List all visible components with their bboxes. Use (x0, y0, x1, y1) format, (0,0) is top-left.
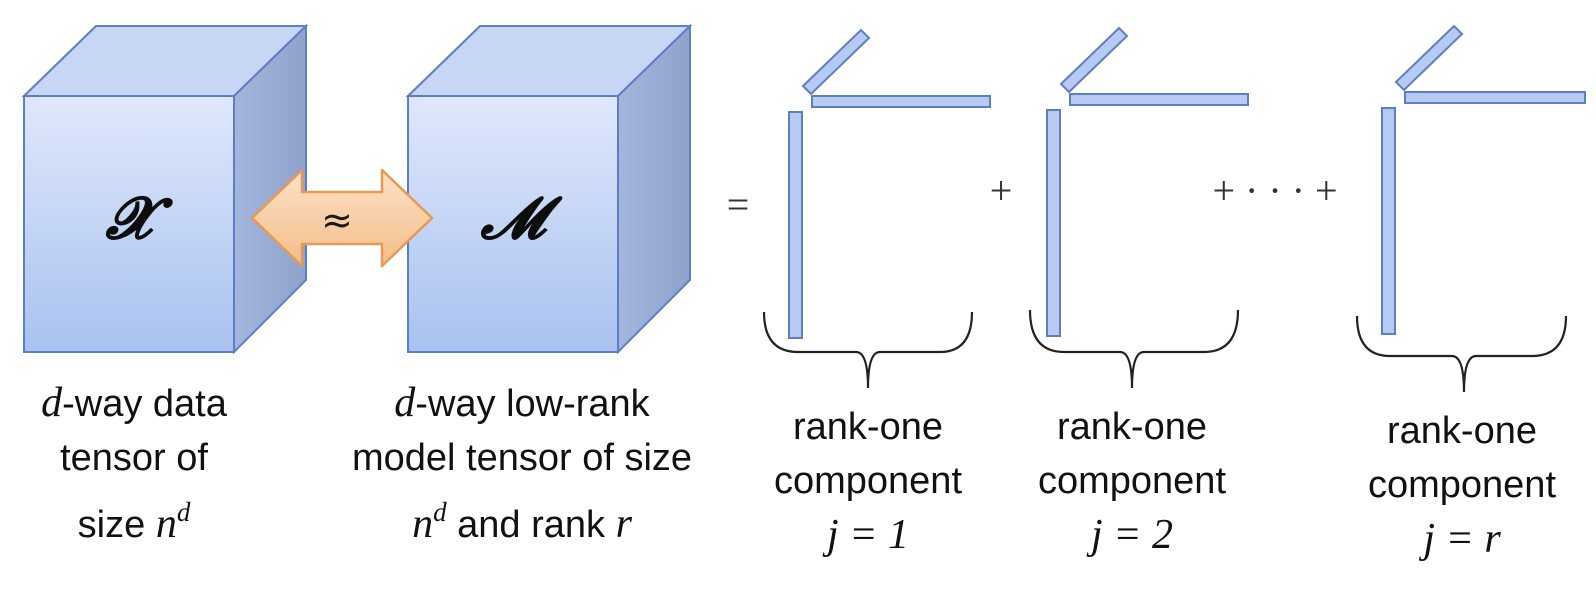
rank-one-component-1 (762, 28, 991, 389)
data-tensor-caption-line-3-part-2: n (155, 501, 177, 547)
component-2-brace (1028, 309, 1240, 389)
data-tensor-caption-line-1: d-way data (14, 376, 254, 431)
data-tensor-cube: 𝓧 (21, 23, 309, 355)
rank-one-component-r (1355, 24, 1586, 393)
model-tensor-caption-line-3: nd and rank r (322, 485, 722, 552)
equals-sign: = (727, 182, 750, 227)
component-r-index: j = r (1423, 516, 1501, 562)
component-r-label: rank-one (1387, 410, 1537, 452)
component-1-brace (762, 311, 974, 389)
model-tensor-cube: 𝓜 (405, 23, 693, 355)
cube-m-front (407, 95, 619, 353)
component-2-horizontal-bar (1069, 93, 1249, 106)
component-r-brace (1355, 315, 1568, 393)
component-2-depth-bar (1059, 26, 1129, 94)
component-r-label2: component (1367, 464, 1556, 506)
component-2-vertical-bar (1046, 109, 1061, 337)
component-1-horizontal-bar (811, 95, 991, 108)
model-tensor-caption-line-1-part-1: d (394, 380, 416, 426)
data-tensor-caption-line-3-part-1: size (77, 504, 156, 546)
model-tensor-caption-line-2: model tensor of size (322, 431, 722, 485)
component-r-depth-bar (1394, 24, 1464, 92)
component-2-label2: component (1037, 460, 1226, 502)
data-tensor-caption-line-2: tensor of (14, 431, 254, 485)
approx-double-arrow: ≈ (250, 168, 434, 268)
component-1-depth-bar (801, 28, 871, 96)
component-r-vertical-bar (1381, 107, 1396, 335)
data-tensor-caption-line-2-part-1: tensor of (60, 437, 208, 479)
model-tensor-caption-line-2-part-1: model tensor of size (351, 437, 693, 479)
plus-dots-plus: + · · · + (1212, 168, 1337, 213)
data-tensor-caption-line-1-part-1: d (41, 380, 63, 426)
double-arrow-shape (250, 168, 434, 268)
component-2-caption: rank-one component j = 2 (1012, 400, 1252, 562)
component-1-label2: component (773, 460, 962, 502)
component-r-horizontal-bar (1404, 91, 1586, 104)
model-tensor-caption-line-1: d-way low-rank (322, 376, 722, 431)
component-2-label: rank-one (1057, 406, 1207, 448)
cube-x-front (23, 95, 235, 353)
component-1-caption: rank-one component j = 1 (748, 400, 988, 562)
data-tensor-caption-line-3: size nd (14, 485, 254, 552)
model-tensor-caption-line-3-part-4: r (615, 501, 632, 547)
approx-symbol: ≈ (321, 198, 353, 242)
data-tensor-caption-line-1-part-2: -way data (62, 383, 227, 425)
data-tensor-caption-line-3-part-3: d (176, 497, 191, 527)
model-tensor-caption-line-1-part-2: -way low-rank (415, 383, 650, 425)
plus-sign: + (990, 168, 1013, 213)
model-tensor-caption-line-3-part-2: d (433, 497, 447, 527)
model-tensor-caption-line-3-part-1: n (412, 501, 434, 547)
rank-one-component-2 (1028, 26, 1249, 389)
component-1-label: rank-one (793, 406, 943, 448)
component-1-index: j = 1 (826, 512, 909, 558)
model-tensor-caption-line-3-part-3: and rank (446, 504, 616, 546)
component-2-index: j = 2 (1090, 512, 1173, 558)
component-r-caption: rank-one component j = r (1342, 404, 1582, 566)
component-1-vertical-bar (788, 111, 803, 339)
